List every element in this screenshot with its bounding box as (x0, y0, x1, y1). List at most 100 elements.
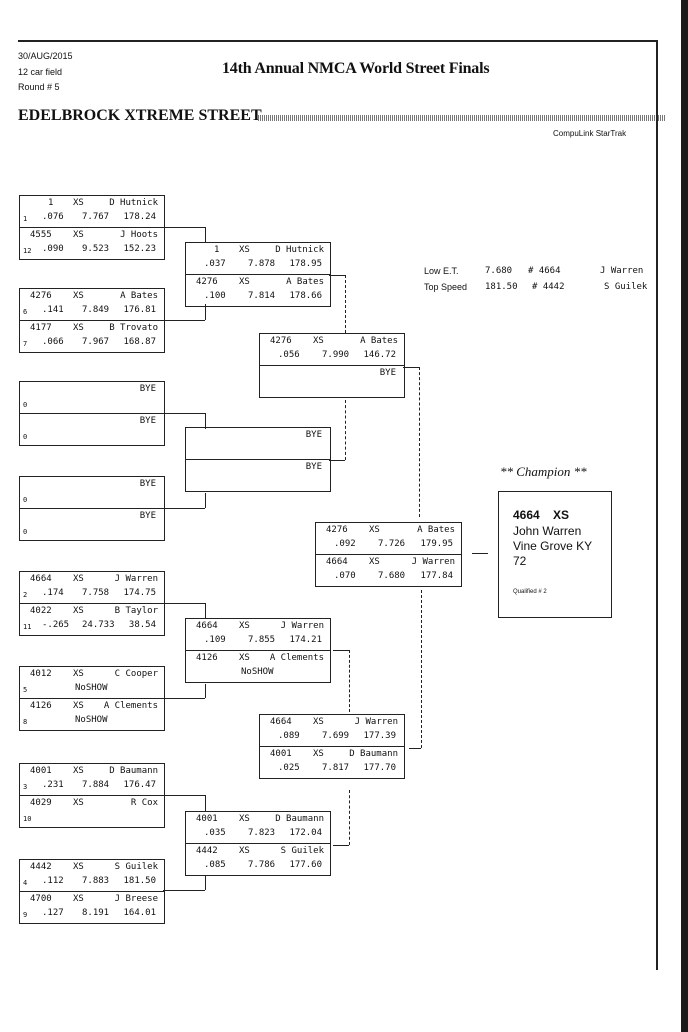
seed-number: 5 (23, 686, 28, 694)
car-class: XS (73, 574, 84, 584)
elapsed-time: 24.733 (82, 620, 115, 630)
trap-speed: 177.70 (363, 763, 396, 773)
reaction-time: .085 (204, 860, 226, 870)
car-class: XS (313, 749, 324, 759)
car-class: XS (239, 653, 250, 663)
elapsed-time: 7.855 (248, 635, 276, 645)
car-class: XS (73, 230, 84, 240)
trap-speed: 168.87 (123, 337, 156, 347)
connector-line (163, 413, 205, 414)
reaction-time: .141 (42, 305, 64, 315)
trap-speed: 177.84 (420, 571, 453, 581)
driver-name: S Guilek (280, 846, 324, 856)
car-number: 4126 (30, 701, 52, 711)
connector-line (329, 460, 345, 461)
top-speed-driver: S Guilek (604, 282, 648, 292)
car-class: XS (239, 846, 250, 856)
car-number: 4442 (196, 846, 218, 856)
car-number: 1 (214, 245, 220, 255)
connector-line (409, 748, 421, 749)
reaction-time: .089 (278, 731, 300, 741)
driver-name: S Guilek (114, 862, 158, 872)
trap-speed: 176.47 (123, 780, 156, 790)
connector-line (163, 508, 205, 509)
driver-name: D Baumann (275, 814, 324, 824)
seed-number: 0 (23, 401, 28, 409)
trap-speed: 164.01 (123, 908, 156, 918)
elapsed-time: 8.191 (82, 908, 110, 918)
car-class: XS (73, 669, 84, 679)
car-number: 4276 (270, 336, 292, 346)
seed-number: 0 (23, 496, 28, 504)
elapsed-time: 7.849 (82, 305, 110, 315)
connector-line (205, 795, 206, 812)
connector-line (349, 790, 350, 845)
elapsed-time: 7.758 (82, 588, 110, 598)
reaction-time: .127 (42, 908, 64, 918)
car-class: XS (239, 621, 250, 631)
reaction-time: .090 (42, 244, 64, 254)
connector-line (329, 275, 345, 276)
hatch-rule (258, 115, 666, 121)
champion-name: John Warren (513, 524, 582, 538)
car-class: XS (73, 198, 84, 208)
driver-name: A Bates (286, 277, 324, 287)
elapsed-time: 7.680 (378, 571, 406, 581)
elapsed-time: 9.523 (82, 244, 110, 254)
top-speed-car: # 4442 (532, 282, 565, 292)
driver-name: J Warren (114, 574, 158, 584)
connector-line (333, 845, 349, 846)
car-class: XS (73, 798, 84, 808)
reaction-time: .100 (204, 291, 226, 301)
driver-name: A Clements (103, 701, 158, 711)
bye-label: BYE (379, 368, 396, 378)
reaction-time: .037 (204, 259, 226, 269)
car-class: XS (73, 323, 84, 333)
car-number: 4664 (326, 557, 348, 567)
result-note: NoSHOW (75, 683, 108, 693)
reaction-time: .025 (278, 763, 300, 773)
car-class: XS (239, 814, 250, 824)
car-class: XS (73, 606, 84, 616)
trap-speed: 178.95 (289, 259, 322, 269)
result-note: NoSHOW (241, 667, 274, 677)
car-number: 1 (48, 198, 54, 208)
connector-line (205, 304, 206, 320)
seed-number: 8 (23, 718, 28, 726)
car-number: 4664 (270, 717, 292, 727)
seed-number: 7 (23, 340, 28, 348)
elapsed-time: 7.699 (322, 731, 350, 741)
car-number: 4001 (196, 814, 218, 824)
car-number: 4012 (30, 669, 52, 679)
connector-line (205, 227, 206, 243)
elapsed-time: 7.884 (82, 780, 110, 790)
reaction-time: .112 (42, 876, 64, 886)
trap-speed: 177.60 (289, 860, 322, 870)
car-number: 4276 (326, 525, 348, 535)
connector-line (472, 553, 488, 554)
right-rule (656, 40, 658, 970)
driver-name: D Baumann (109, 766, 158, 776)
driver-name: A Bates (120, 291, 158, 301)
trap-speed: 146.72 (363, 350, 396, 360)
